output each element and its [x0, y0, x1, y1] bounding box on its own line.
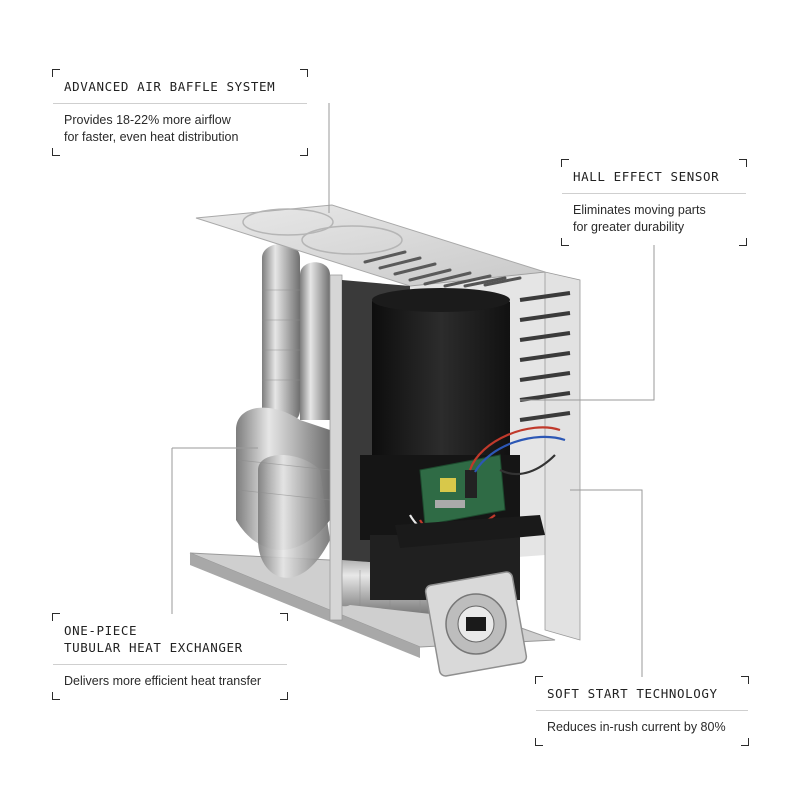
callout-air-baffle: ADVANCED AIR BAFFLE SYSTEM Provides 18-2… [52, 69, 308, 156]
callout-description: Delivers more efficient heat transfer [64, 674, 262, 688]
callout-description: Reduces in-rush current by 80% [547, 720, 726, 734]
top-baffle-plate [195, 204, 546, 288]
callout-title: HALL EFFECT SENSOR [562, 160, 746, 194]
callout-title: SOFT START TECHNOLOGY [536, 677, 748, 711]
callout-hall-sensor: HALL EFFECT SENSOR Eliminates moving par… [561, 159, 747, 246]
callout-title: ONE-PIECE TUBULAR HEAT EXCHANGER [53, 614, 287, 665]
inlet-flange [424, 571, 528, 677]
leader-lines [171, 103, 655, 677]
control-board [395, 426, 566, 548]
blower-housing [360, 288, 520, 600]
callout-soft-start: SOFT START TECHNOLOGY Reduces in-rush cu… [535, 676, 749, 746]
callout-description: Eliminates moving parts for greater dura… [573, 203, 706, 234]
callout-title: ADVANCED AIR BAFFLE SYSTEM [53, 70, 307, 104]
callout-description: Provides 18-22% more airflow for faster,… [64, 113, 239, 144]
callout-heat-exchanger: ONE-PIECE TUBULAR HEAT EXCHANGER Deliver… [52, 613, 288, 700]
